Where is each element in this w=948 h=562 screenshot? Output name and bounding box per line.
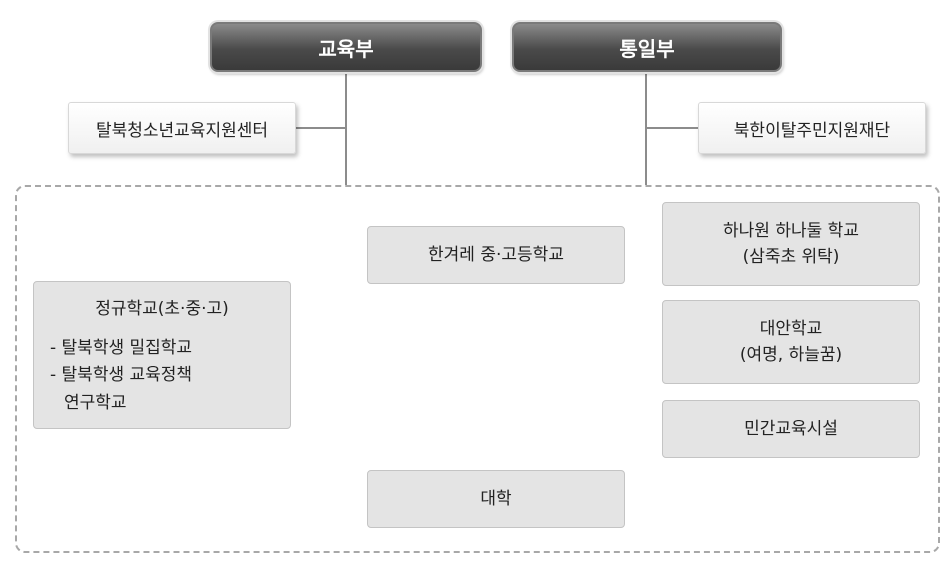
connector-education-center-horizontal [296,127,346,129]
refugee-support-foundation-label: 북한이탈주민지원재단 [733,120,891,141]
alternative-school-sublabel: (여명, 하늘꿈) [739,345,843,365]
alternative-school-label: 대안학교 [759,318,823,339]
education-support-center-label: 탈북청소년교육지원센터 [95,120,269,141]
private-education-label: 민간교육시설 [744,418,838,439]
regular-school-box: 정규학교(초·중·고) - 탈북학생 밀집학교 - 탈북학생 교육정책 연구학교 [33,281,291,429]
hanawon-school-box: 하나원 하나둘 학교 (삼죽초 위탁) [662,202,920,286]
hangyeore-school-label: 한겨레 중·고등학교 [428,244,564,265]
regular-school-item-policy: - 탈북학생 교육정책 [50,365,193,386]
regular-school-title: 정규학교(초·중·고) [95,299,229,319]
connector-education-vertical [345,74,347,186]
refugee-support-foundation-box: 북한이탈주민지원재단 [698,102,926,154]
education-support-center-box: 탈북청소년교육지원센터 [68,102,296,154]
hanawon-school-label: 하나원 하나둘 학교 [723,220,859,241]
ministry-unification-box: 통일부 [512,22,782,72]
regular-school-item-policy-cont: 연구학교 [64,392,127,413]
ministry-education-label: 교육부 [318,36,374,61]
connector-foundation-horizontal [646,127,698,129]
private-education-box: 민간교육시설 [662,400,920,458]
connector-unification-vertical [645,74,647,186]
ministry-unification-label: 통일부 [619,36,675,61]
hanawon-school-sublabel: (삼죽초 위탁) [742,247,840,267]
regular-school-item-dense: - 탈북학생 밀집학교 [50,338,193,359]
ministry-education-box: 교육부 [210,22,482,72]
alternative-school-box: 대안학교 (여명, 하늘꿈) [662,300,920,384]
university-label: 대학 [480,488,512,509]
university-box: 대학 [367,470,625,528]
hangyeore-school-box: 한겨레 중·고등학교 [367,226,625,284]
